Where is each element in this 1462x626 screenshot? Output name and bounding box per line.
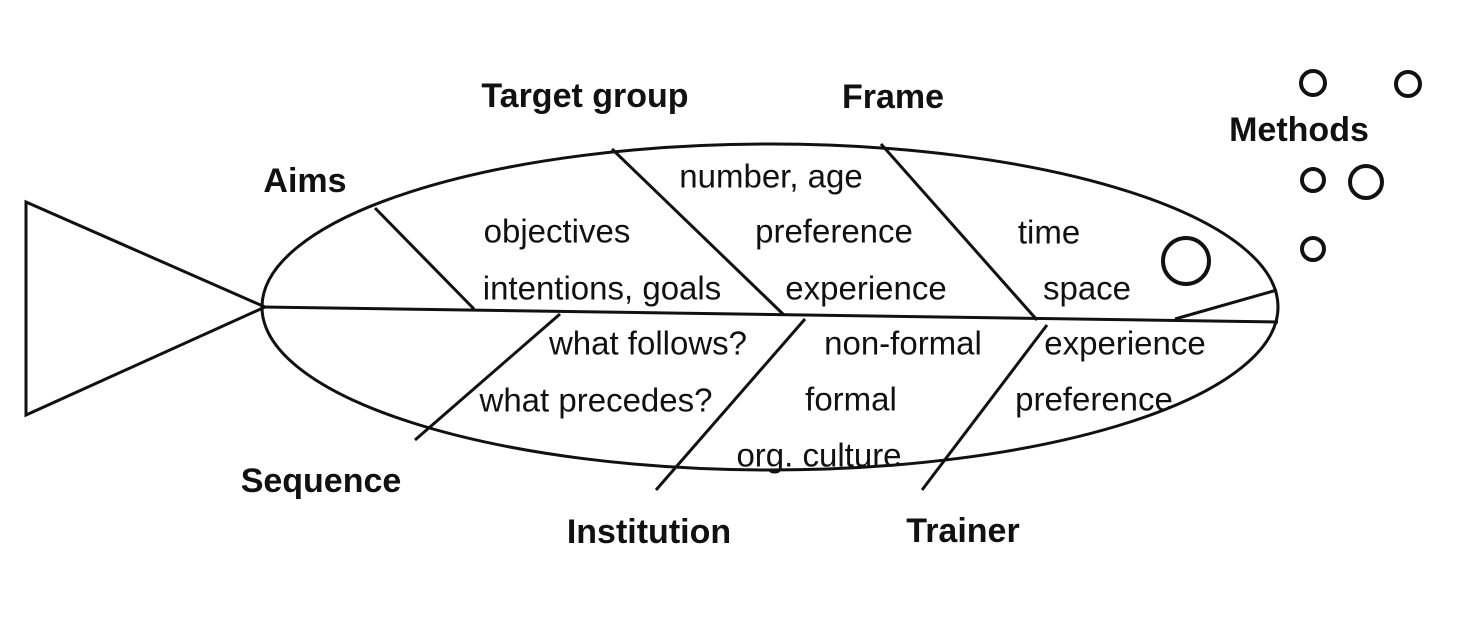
methods-bubble-4 — [1348, 164, 1384, 200]
methods-bubble-1 — [1299, 69, 1327, 97]
divider-aims-target-group — [373, 206, 476, 311]
item-space: space — [1043, 270, 1131, 307]
item-preference-top: preference — [755, 213, 913, 250]
item-what-precedes: what precedes? — [479, 382, 713, 419]
fish-eye-icon — [1161, 236, 1211, 286]
item-objectives: objectives — [484, 213, 631, 250]
item-experience-top: experience — [785, 270, 946, 307]
divider-sequence-institution — [654, 318, 807, 491]
divider-frame-head — [879, 143, 1039, 321]
item-intentions-goals: intentions, goals — [483, 270, 722, 307]
item-formal: formal — [805, 381, 897, 418]
category-label-sequence: Sequence — [241, 462, 402, 500]
methods-bubble-2 — [1394, 70, 1422, 98]
item-number-age: number, age — [679, 158, 862, 195]
fish-tail-triangle — [24, 199, 269, 418]
methods-bubble-5 — [1300, 236, 1326, 262]
item-experience-bottom: experience — [1044, 325, 1205, 362]
category-label-methods: Methods — [1229, 111, 1369, 149]
item-non-formal: non-formal — [824, 325, 982, 362]
item-org-culture: org. culture — [736, 437, 901, 474]
divider-institution-trainer — [920, 324, 1049, 491]
item-what-follows: what follows? — [548, 325, 747, 362]
item-time: time — [1018, 214, 1080, 251]
fish-mouth-upper-line — [1174, 288, 1278, 321]
divider-sequence-start — [414, 312, 561, 442]
divider-target-group-frame — [610, 147, 786, 317]
category-label-institution: Institution — [567, 513, 731, 551]
category-label-frame: Frame — [842, 78, 944, 116]
category-label-trainer: Trainer — [906, 512, 1019, 550]
item-preference-bottom: preference — [1015, 381, 1173, 418]
category-label-aims: Aims — [263, 162, 346, 200]
fish-spine-line — [261, 305, 1279, 324]
category-label-target-group: Target group — [481, 77, 688, 115]
methods-bubble-3 — [1300, 167, 1326, 193]
